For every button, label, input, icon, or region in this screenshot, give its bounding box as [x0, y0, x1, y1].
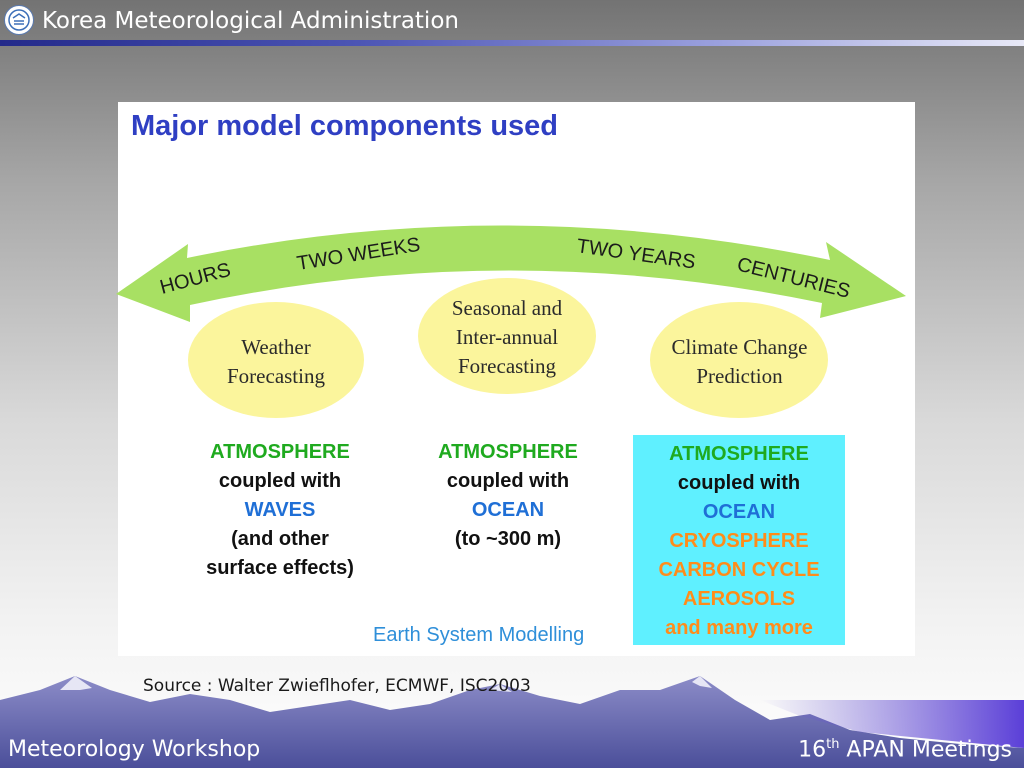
model-components-weather: ATMOSPHERE coupled with WAVES (and other… [180, 438, 380, 583]
climate-prediction-line2: Prediction [696, 364, 783, 388]
earth-system-box [633, 435, 845, 645]
component-waves: WAVES [244, 499, 316, 521]
component-note-line2: surface effects) [206, 557, 354, 579]
figure-title: Major model components used [131, 110, 558, 142]
component-coupled-with: coupled with [446, 470, 570, 492]
component-aerosols: AEROSOLS [682, 588, 796, 610]
component-carbon-cycle: CARBON CYCLE [658, 559, 820, 581]
component-coupled-with: coupled with [218, 470, 342, 492]
component-atmosphere: ATMOSPHERE [210, 441, 350, 463]
climate-prediction-ellipse [650, 302, 828, 418]
footer-meeting-title: 16th APAN Meetings [798, 737, 1012, 762]
weather-forecasting-ellipse [188, 302, 364, 418]
header-gradient-bar [0, 40, 1024, 46]
kma-logo-icon [4, 5, 34, 35]
source-citation: Source : Walter Zwieflhofer, ECMWF, ISC2… [143, 676, 531, 696]
component-ocean-depth: (to ~300 m) [454, 528, 562, 550]
footer-workshop-title: Meteorology Workshop [8, 737, 261, 762]
slide-header: Korea Meteorological Administration [0, 0, 1024, 46]
earth-system-modelling-label: Earth System Modelling [373, 624, 585, 646]
footer-meeting-number: 16 [798, 737, 827, 763]
organization-title: Korea Meteorological Administration [42, 8, 459, 34]
seasonal-forecasting-line1: Seasonal and [451, 296, 563, 320]
weather-forecasting-label: Weather Forecasting [196, 333, 356, 391]
footer-meeting-suffix: th [826, 737, 840, 752]
component-many-more: and many more [665, 617, 813, 639]
component-coupled-with: coupled with [677, 472, 801, 494]
component-atmosphere: ATMOSPHERE [438, 441, 578, 463]
weather-forecasting-line1: Weather [241, 335, 311, 359]
component-atmosphere: ATMOSPHERE [669, 443, 809, 465]
weather-forecasting-line2: Forecasting [227, 364, 325, 388]
footer-meeting-text: APAN Meetings [839, 737, 1012, 763]
seasonal-forecasting-line2: Inter-annual [455, 325, 559, 349]
component-note-line1: (and other [231, 528, 329, 550]
component-ocean: OCEAN [471, 499, 545, 521]
seasonal-forecasting-label: Seasonal and Inter-annual Forecasting [427, 294, 587, 381]
component-ocean: OCEAN [702, 501, 776, 523]
seasonal-forecasting-ellipse [418, 278, 596, 394]
timescale-arrow [116, 225, 906, 322]
seasonal-forecasting-line3: Forecasting [458, 354, 556, 378]
model-components-seasonal: ATMOSPHERE coupled with OCEAN (to ~300 m… [408, 438, 608, 554]
model-components-climate: ATMOSPHERE coupled with OCEAN CRYOSPHERE… [633, 440, 845, 643]
climate-prediction-line1: Climate Change [671, 335, 808, 359]
climate-prediction-label: Climate Change Prediction [652, 333, 827, 391]
component-cryosphere: CRYOSPHERE [669, 530, 809, 552]
